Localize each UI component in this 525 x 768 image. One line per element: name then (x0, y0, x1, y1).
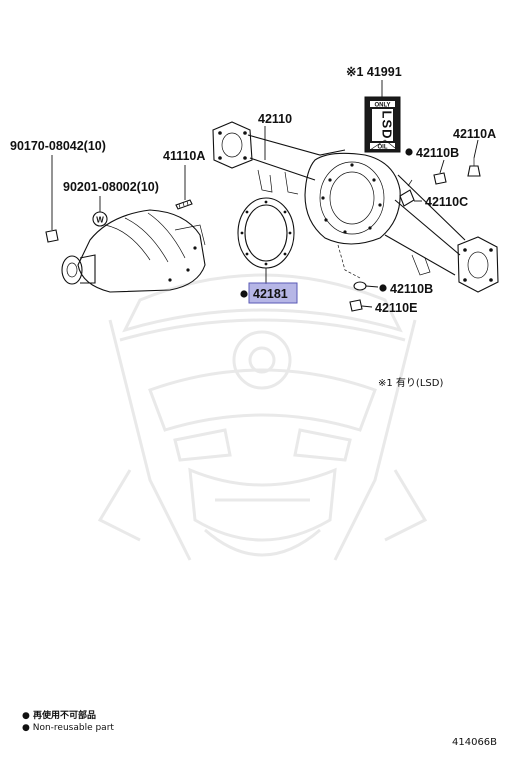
watermark-logo (97, 273, 428, 561)
washer-mark: W (96, 216, 104, 225)
diagram-code: 414066B (452, 737, 497, 748)
label-90170[interactable]: 90170-08042(10) (10, 139, 106, 153)
plug-42110B-top[interactable] (433, 172, 447, 185)
legend-jp: ● 再使用不可部品 (22, 709, 96, 721)
highlight-42181 (248, 282, 298, 304)
plug-42110E[interactable] (349, 299, 363, 312)
lsd-tag-letters: LSD (380, 111, 395, 140)
gasket-42110B-bottom[interactable] (353, 281, 367, 291)
label-90201[interactable]: 90201-08002(10) (63, 180, 159, 194)
nut-90170[interactable] (45, 229, 59, 243)
label-42110B-bottom[interactable]: 42110B (390, 282, 433, 296)
axle-housing[interactable] (212, 121, 499, 293)
washer-90201[interactable]: W (92, 211, 108, 227)
plug-42110C[interactable] (399, 179, 415, 207)
label-42110A[interactable]: 42110A (453, 127, 496, 141)
differential-carrier[interactable] (61, 209, 206, 293)
lsd-tag-line1: ONLY (374, 103, 390, 109)
leader-42110E (361, 305, 373, 308)
non-reusable-dot-42110B-top (405, 148, 413, 156)
non-reusable-dot-42181 (240, 290, 248, 298)
stud-41110A[interactable] (175, 199, 193, 210)
legend-en: ● Non-reusable part (22, 723, 114, 733)
carrier-gasket[interactable] (237, 197, 295, 269)
label-42110[interactable]: 42110 (258, 112, 292, 126)
leader-42110B-bottom (365, 285, 379, 288)
label-42110B-top[interactable]: 42110B (416, 146, 459, 160)
breather-42110A[interactable] (467, 158, 481, 177)
label-42181[interactable]: 42181 (253, 287, 288, 301)
non-reusable-dot-42110B-bottom (379, 284, 387, 292)
label-42110E[interactable]: 42110E (375, 301, 417, 315)
lsd-oil-tag[interactable]: ONLY LSD OIL (364, 96, 401, 153)
lsd-tag-line3: OIL (378, 145, 388, 151)
leader-42110A (473, 139, 479, 159)
label-42110C[interactable]: 42110C (425, 195, 468, 209)
label-41991[interactable]: ※1 41991 (346, 65, 402, 79)
lsd-note: ※1 有り(LSD) (378, 376, 443, 389)
label-41110A[interactable]: 41110A (163, 149, 205, 163)
leader-42110B-top (439, 159, 445, 174)
